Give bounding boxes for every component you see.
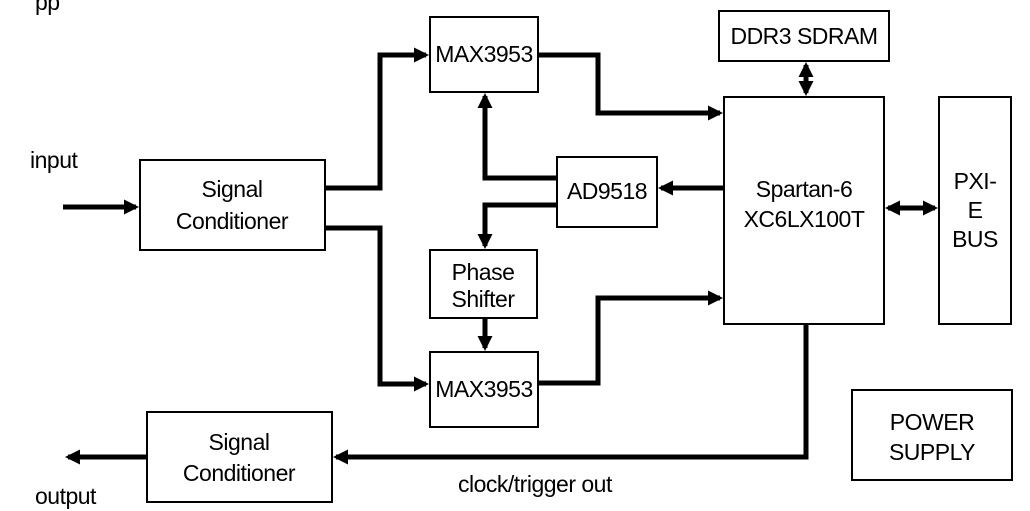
max3953-top-block: MAX3953 [429,16,539,93]
signal-conditioner-out-line2: Conditioner [183,460,296,486]
ad9518-block: AD9518 [556,156,658,228]
sigcond-to-max3953-top-arrow [325,47,429,191]
fpga-line2: XC6LX100T [744,206,865,232]
power-supply-line1: POWER [890,409,974,435]
ddr3-sdram-label: DDR3 SDRAM [730,23,877,49]
clock-trigger-out-label: clock/trigger out [458,471,613,497]
input-label: input [30,147,78,173]
signal-conditioner-out-block: Signal Conditioner [146,411,333,503]
power-supply-line2: SUPPLY [889,439,975,465]
fpga-block: Spartan-6 XC6LX100T [723,96,885,325]
power-supply-block: POWER SUPPLY [851,389,1013,481]
pxie-bus-line2: E [968,197,983,223]
ad9518-to-max3953-top-arrow [477,93,557,181]
sigcond-to-max3953-bottom-arrow [325,225,429,392]
output-label: output [35,483,97,509]
pxie-bus-line3: BUS [952,226,998,252]
max3953-top-label: MAX3953 [435,41,533,67]
signal-conditioner-in-line2: Conditioner [176,208,289,234]
max3953-bottom-label: MAX3953 [435,376,533,402]
max3953-top-to-fpga-arrow [538,52,723,121]
max3953-bottom-to-fpga-arrow [538,290,723,386]
signal-conditioner-in-block: Signal Conditioner [139,159,326,251]
signal-conditioner-out-line1: Signal [209,429,270,455]
phase-shifter-line1: Phase [452,259,515,285]
max3953-bottom-block: MAX3953 [429,351,539,428]
pxie-bus-line1: PXI- [954,168,997,194]
clock-trigger-out-arrow [333,324,809,465]
top-left-fragment: pp [35,0,60,15]
ddr3-sdram-block: DDR3 SDRAM [718,10,890,62]
ad9518-label: AD9518 [567,178,647,204]
signal-conditioner-in-line1: Signal [202,176,263,202]
pxie-bus-block: PXI- E BUS [938,96,1012,325]
phase-shifter-line2: Shifter [452,286,516,312]
fpga-line1: Spartan-6 [756,176,853,202]
ad9518-to-phase-shifter-arrow [477,202,557,249]
phase-shifter-block: Phase Shifter [429,249,538,319]
